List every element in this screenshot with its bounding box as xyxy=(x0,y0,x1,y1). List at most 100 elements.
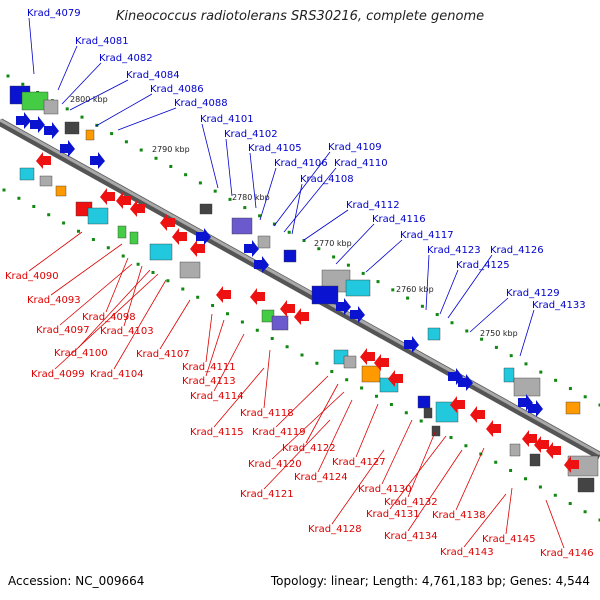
gene-label-reverse[interactable]: Krad_4090 xyxy=(5,271,59,282)
gene-label-reverse[interactable]: Krad_4100 xyxy=(54,348,108,359)
gene-label-reverse[interactable]: Krad_4118 xyxy=(240,408,294,419)
gene-label-forward[interactable]: Krad_4125 xyxy=(456,260,510,271)
tick-mark xyxy=(6,74,10,78)
gene-arrow xyxy=(216,286,231,303)
gene-label-reverse[interactable]: Krad_4145 xyxy=(482,534,536,545)
gene-label-reverse[interactable]: Krad_4138 xyxy=(432,510,486,521)
gene-label-reverse[interactable]: Krad_4113 xyxy=(182,376,236,387)
gene-arrow xyxy=(250,288,265,305)
gene-label-reverse[interactable]: Krad_4131 xyxy=(366,509,420,520)
gene-arrow xyxy=(388,370,403,387)
leader-line xyxy=(545,499,565,549)
gene-label-reverse[interactable]: Krad_4107 xyxy=(136,349,190,360)
gene-arrow xyxy=(450,396,465,413)
tick-mark xyxy=(539,370,543,374)
gene-label-reverse[interactable]: Krad_4143 xyxy=(440,547,494,558)
leader-line xyxy=(505,487,513,535)
tick-mark xyxy=(317,247,321,251)
gene-label-reverse[interactable]: Krad_4132 xyxy=(384,497,438,508)
gene-arrow xyxy=(564,456,579,473)
gene-label-forward[interactable]: Krad_4106 xyxy=(274,158,328,169)
leader-line xyxy=(355,403,379,458)
tick-mark xyxy=(315,361,319,365)
leader-line xyxy=(381,419,413,485)
gene-label-reverse[interactable]: Krad_4098 xyxy=(82,312,136,323)
genome-backbone xyxy=(0,118,600,460)
gene-label-forward[interactable]: Krad_4088 xyxy=(174,98,228,109)
tick-mark xyxy=(494,345,498,349)
gene-arrow xyxy=(190,240,205,257)
tick-mark xyxy=(166,279,170,283)
gene-label-reverse[interactable]: Krad_4097 xyxy=(36,325,90,336)
tick-mark xyxy=(568,387,572,391)
gene-label-forward[interactable]: Krad_4126 xyxy=(490,245,544,256)
gene-label-forward[interactable]: Krad_4109 xyxy=(328,142,382,153)
gene-label-reverse[interactable]: Krad_4130 xyxy=(358,484,412,495)
gene-label-forward[interactable]: Krad_4123 xyxy=(427,245,481,256)
leader-line xyxy=(159,299,191,350)
gene-label-forward[interactable]: Krad_4086 xyxy=(150,84,204,95)
gene-label-forward[interactable]: Krad_4084 xyxy=(126,70,180,81)
gene-label-forward[interactable]: Krad_4112 xyxy=(346,200,400,211)
gene-label-reverse[interactable]: Krad_4120 xyxy=(248,459,302,470)
gene-box xyxy=(39,175,53,187)
gene-box xyxy=(513,377,541,397)
gene-label-reverse[interactable]: Krad_4146 xyxy=(540,548,594,559)
gene-label-reverse[interactable]: Krad_4114 xyxy=(190,391,244,402)
gene-label-reverse[interactable]: Krad_4093 xyxy=(27,295,81,306)
gene-box xyxy=(271,315,289,331)
gene-arrow xyxy=(294,308,309,325)
gene-box xyxy=(343,355,357,369)
gene-label-reverse[interactable]: Krad_4103 xyxy=(100,326,154,337)
gene-arrow xyxy=(90,152,105,169)
gene-label-forward[interactable]: Krad_4133 xyxy=(532,300,586,311)
leader-line xyxy=(77,269,151,349)
leader-line xyxy=(57,45,78,91)
leader-line xyxy=(249,152,257,209)
tick-mark xyxy=(213,189,217,193)
tick-mark xyxy=(524,362,528,366)
gene-arrow xyxy=(534,436,549,453)
gene-label-reverse[interactable]: Krad_4121 xyxy=(240,489,294,500)
tick-mark xyxy=(330,370,334,373)
gene-label-forward[interactable]: Krad_4081 xyxy=(75,36,129,47)
gene-label-reverse[interactable]: Krad_4124 xyxy=(294,472,348,483)
tick-mark xyxy=(211,304,215,307)
gene-label-reverse[interactable]: Krad_4119 xyxy=(252,427,306,438)
gene-label-forward[interactable]: Krad_4108 xyxy=(300,174,354,185)
tick-mark xyxy=(346,263,350,267)
gene-box xyxy=(509,443,521,457)
gene-box xyxy=(565,401,581,415)
tick-mark xyxy=(391,288,395,292)
leader-line xyxy=(455,447,485,511)
gene-label-forward[interactable]: Krad_4079 xyxy=(27,8,81,19)
gene-label-reverse[interactable]: Krad_4134 xyxy=(384,531,438,542)
gene-box xyxy=(117,225,127,239)
gene-label-reverse[interactable]: Krad_4099 xyxy=(31,369,85,380)
gene-label-forward[interactable]: Krad_4105 xyxy=(248,143,302,154)
gene-label-forward[interactable]: Krad_4102 xyxy=(224,129,278,140)
gene-label-forward[interactable]: Krad_4129 xyxy=(506,288,560,299)
tick-mark xyxy=(80,115,84,119)
gene-label-reverse[interactable]: Krad_4104 xyxy=(90,369,144,380)
gene-label-forward[interactable]: Krad_4116 xyxy=(372,214,426,225)
gene-arrow xyxy=(404,336,419,353)
gene-label-forward[interactable]: Krad_4101 xyxy=(200,114,254,125)
gene-label-reverse[interactable]: Krad_4111 xyxy=(182,362,236,373)
gene-label-forward[interactable]: Krad_4110 xyxy=(334,158,388,169)
gene-label-reverse[interactable]: Krad_4115 xyxy=(190,427,244,438)
map-title: Kineococcus radiotolerans SRS30216, comp… xyxy=(115,9,485,24)
tick-mark xyxy=(465,329,469,333)
gene-label-reverse[interactable]: Krad_4128 xyxy=(308,524,362,535)
tick-mark xyxy=(243,206,247,210)
scale-label: 2770 kbp xyxy=(314,239,352,248)
leader-line xyxy=(389,435,447,510)
gene-box xyxy=(87,207,109,225)
gene-label-reverse[interactable]: Krad_4122 xyxy=(282,443,336,454)
gene-label-forward[interactable]: Krad_4082 xyxy=(99,53,153,64)
gene-box xyxy=(503,367,515,383)
gene-label-forward[interactable]: Krad_4117 xyxy=(400,230,454,241)
tick-mark xyxy=(332,255,336,259)
gene-label-reverse[interactable]: Krad_4127 xyxy=(332,457,386,468)
tick-mark xyxy=(77,229,80,233)
